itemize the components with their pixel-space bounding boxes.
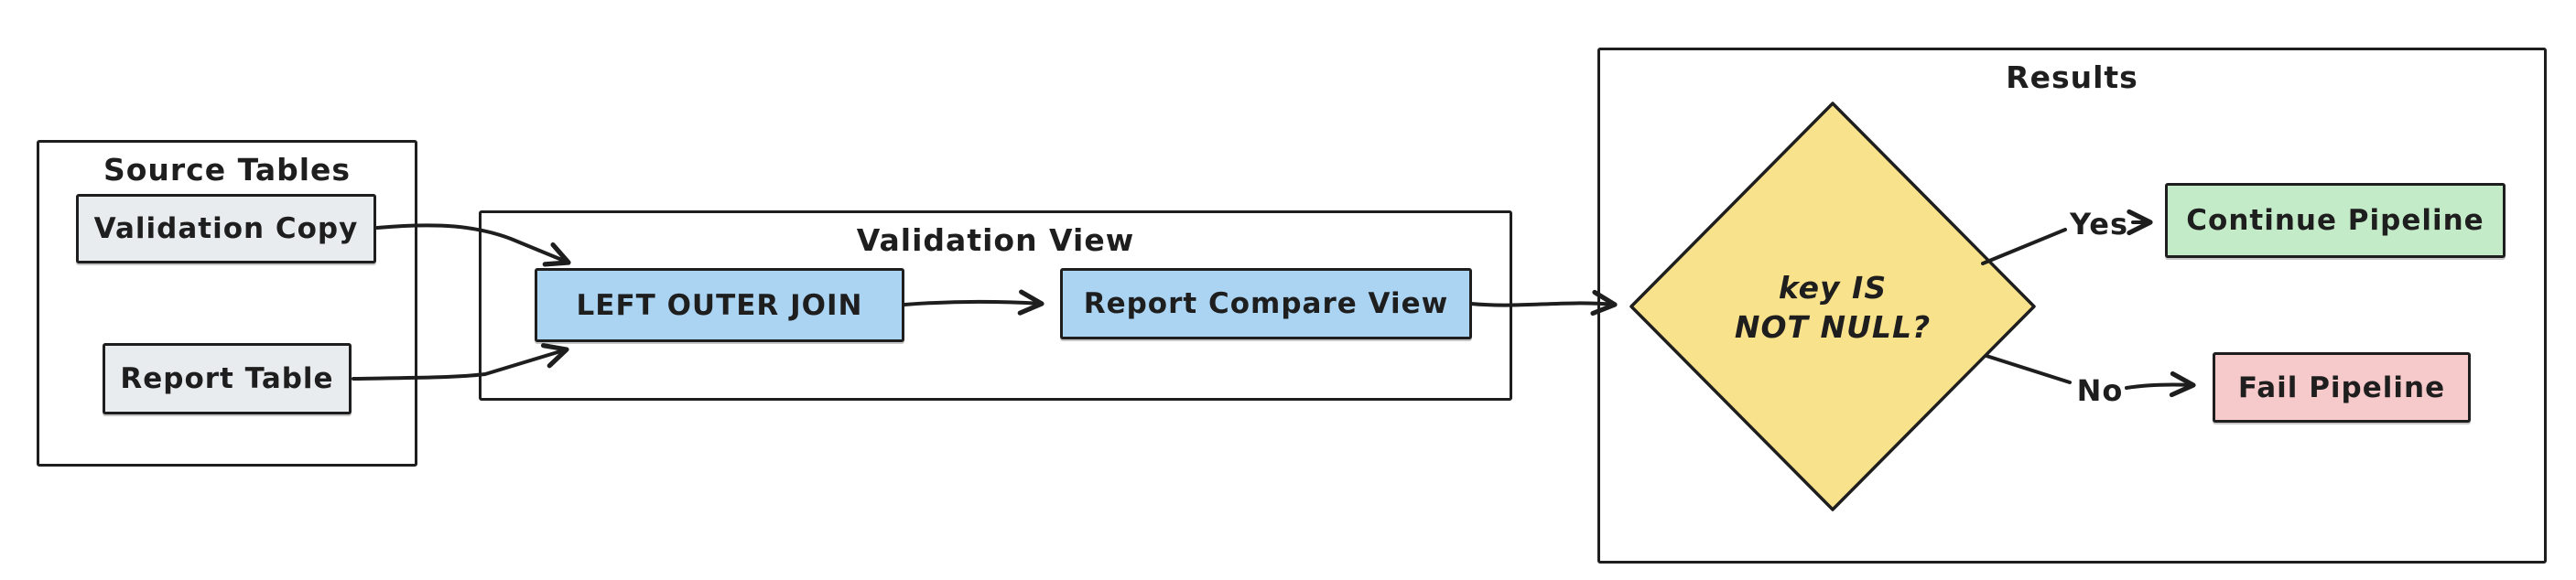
node-validation-copy-label: Validation Copy (93, 212, 359, 245)
group-title-validation-view: Validation View (856, 222, 1135, 258)
node-continue-pipeline: Continue Pipeline (2165, 183, 2506, 258)
node-fail-pipeline-label: Fail Pipeline (2237, 371, 2446, 404)
group-results: Results (1597, 48, 2547, 564)
node-left-outer-join-label: LEFT OUTER JOIN (576, 288, 863, 322)
node-report-compare-view: Report Compare View (1060, 268, 1472, 339)
node-validation-copy: Validation Copy (76, 194, 376, 263)
node-report-table-label: Report Table (120, 362, 334, 395)
node-fail-pipeline: Fail Pipeline (2213, 352, 2471, 423)
group-title-source-tables: Source Tables (103, 152, 352, 188)
node-report-table: Report Table (103, 343, 352, 414)
node-continue-pipeline-label: Continue Pipeline (2186, 204, 2484, 237)
node-left-outer-join: LEFT OUTER JOIN (535, 268, 904, 342)
group-validation-view: Validation View (479, 210, 1512, 401)
group-source-tables: Source Tables (37, 140, 417, 467)
node-report-compare-view-label: Report Compare View (1083, 287, 1449, 320)
group-title-results: Results (2006, 59, 2138, 95)
